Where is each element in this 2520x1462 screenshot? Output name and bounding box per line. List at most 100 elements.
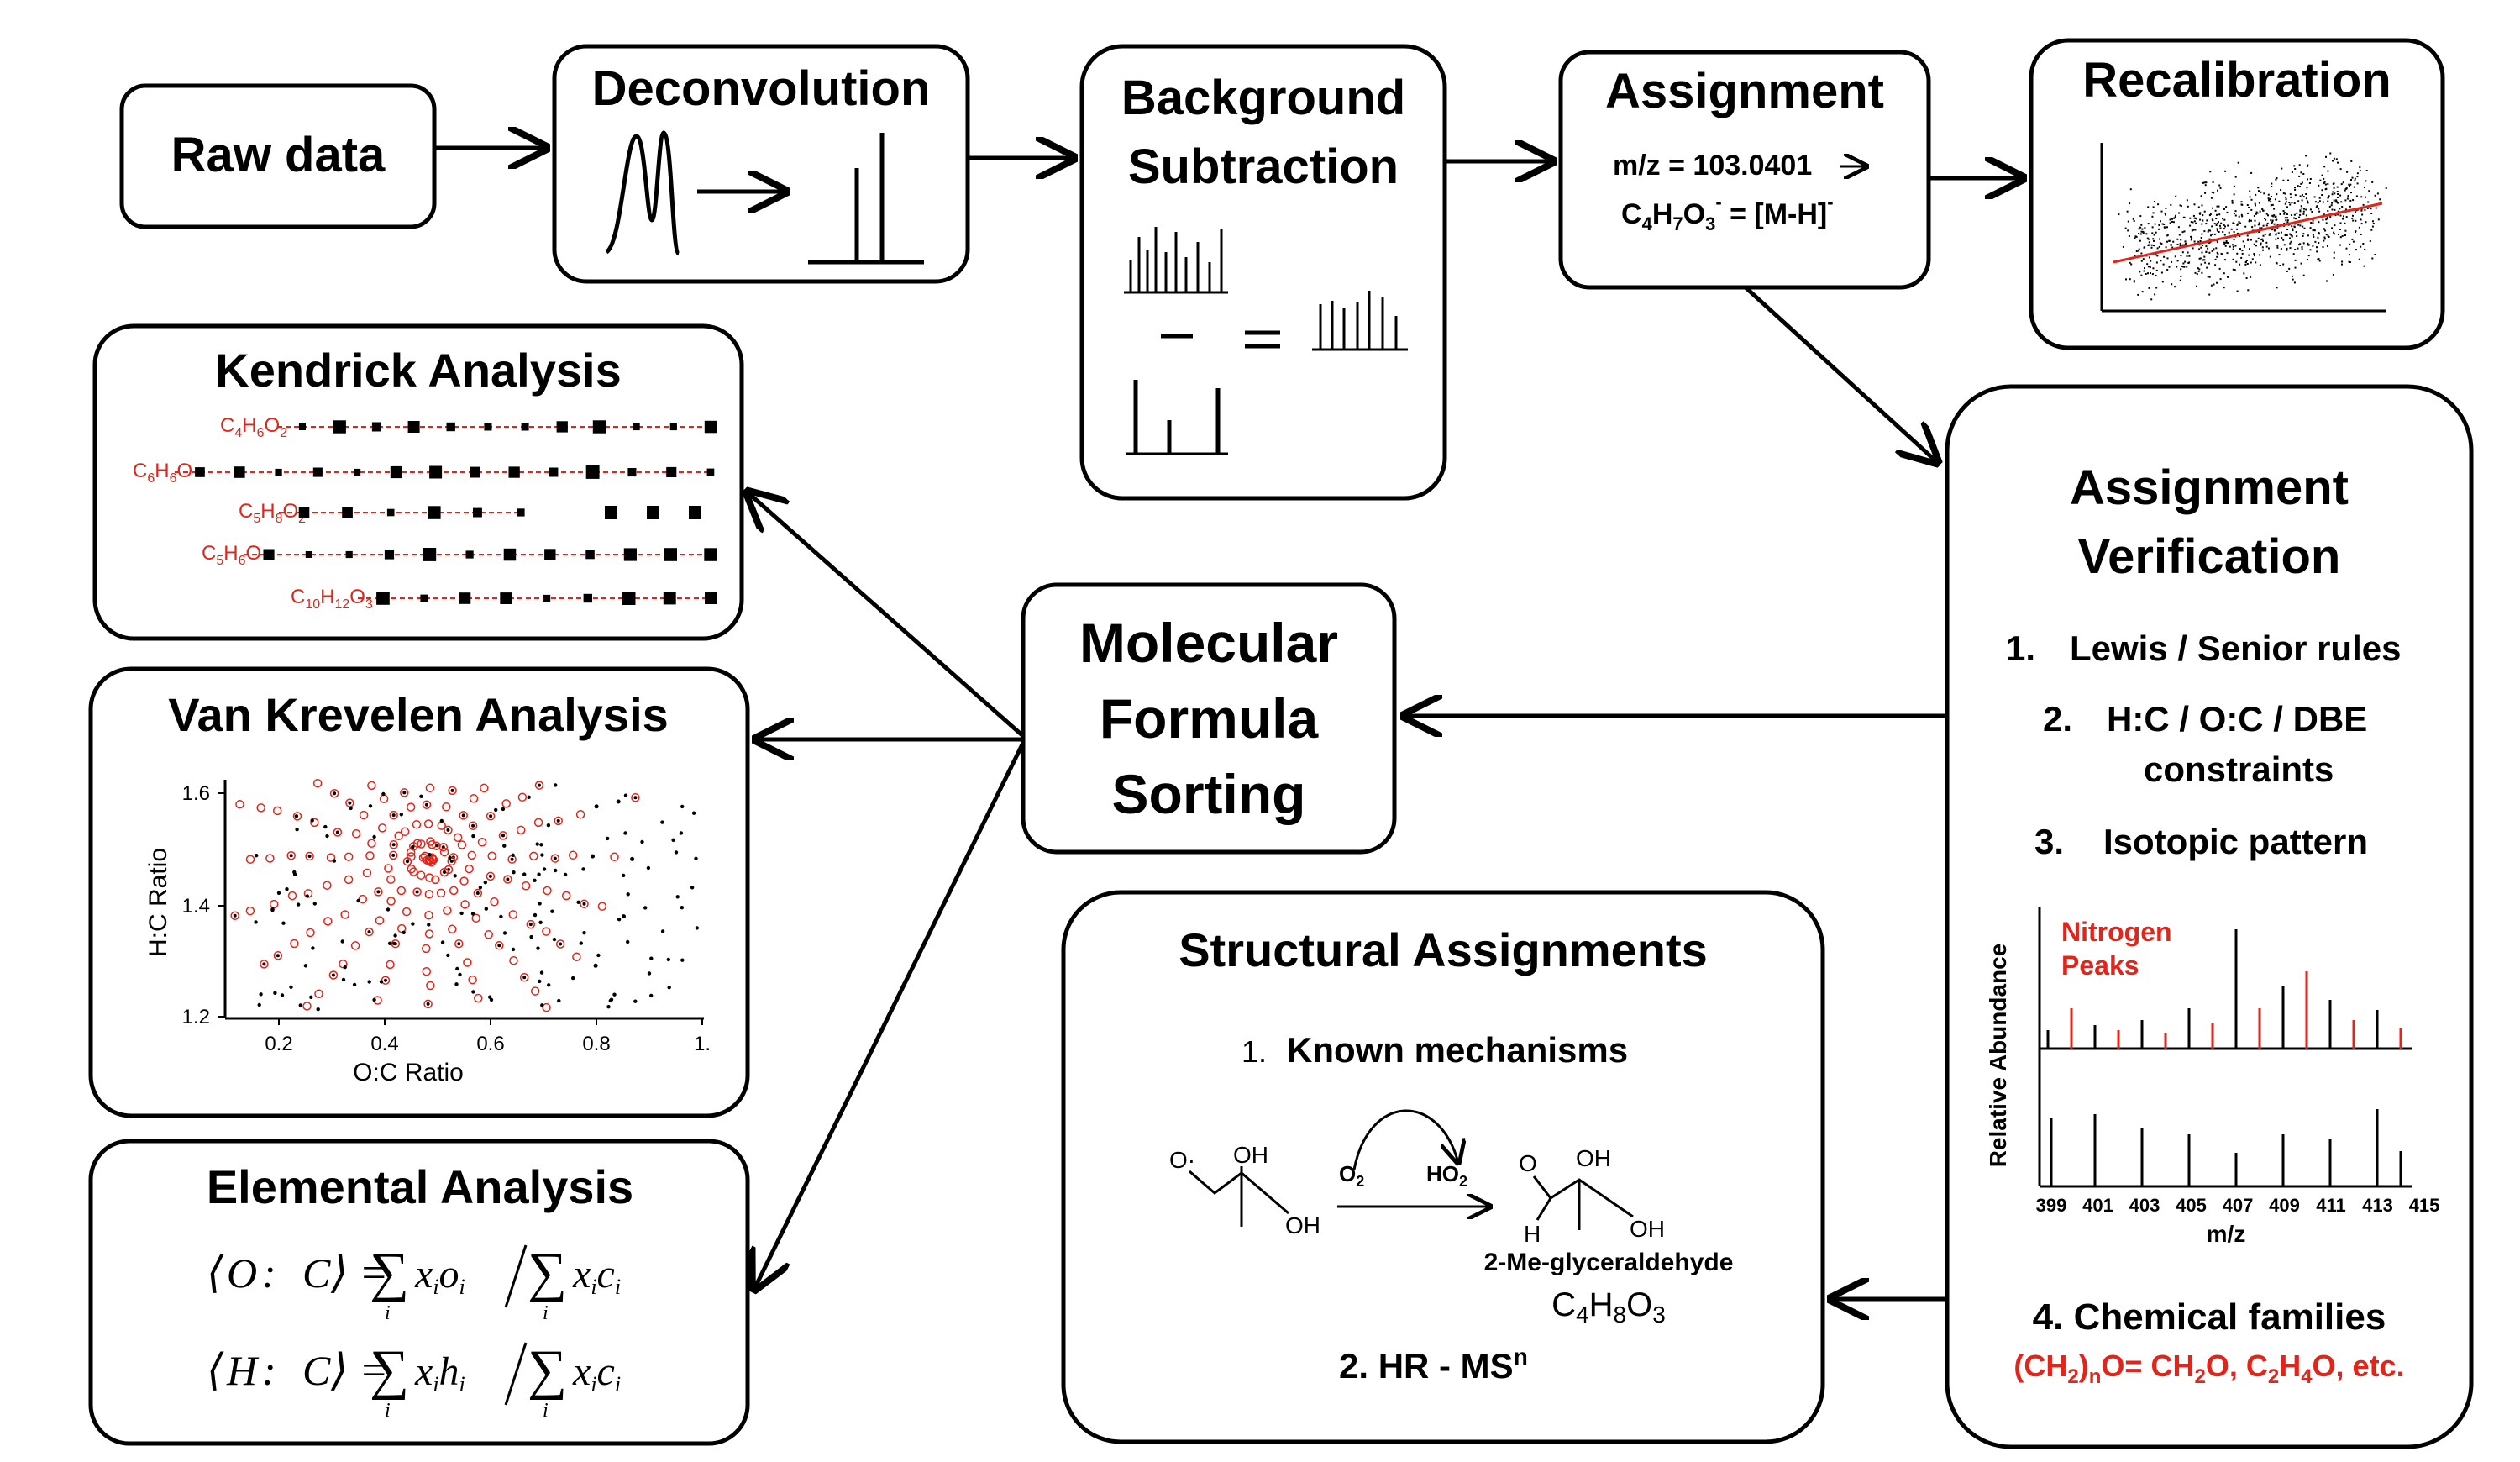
vk-point <box>377 823 387 833</box>
scatter-dot <box>2356 176 2359 178</box>
scatter-dot <box>2150 244 2153 246</box>
scatter-dot <box>2223 259 2226 261</box>
scatter-dot <box>2349 205 2351 208</box>
scatter-dot <box>2189 217 2192 219</box>
scatter-dot <box>2200 263 2202 266</box>
scatter-dot <box>2262 239 2264 242</box>
product-formula: C4H8O3 <box>1551 1286 1666 1328</box>
scatter-dot <box>2147 206 2150 208</box>
vk-x-tick-label: 0.2 <box>265 1033 292 1055</box>
scatter-dot <box>2292 229 2294 232</box>
vk-point <box>579 941 583 945</box>
scatter-dot <box>2149 266 2151 268</box>
kendrick-point <box>508 466 520 478</box>
vk-point <box>542 1002 551 1012</box>
scatter-dot <box>2246 263 2249 265</box>
scatter-dot <box>2180 239 2182 241</box>
scatter-dot <box>2349 261 2351 263</box>
scatter-dot <box>2205 245 2208 248</box>
scatter-dot <box>2232 248 2234 250</box>
scatter-dot <box>2140 252 2143 255</box>
vk-point <box>412 839 423 848</box>
scatter-dot <box>2218 205 2220 208</box>
scatter-dot <box>2335 199 2338 202</box>
scatter-dot <box>2352 199 2355 202</box>
scatter-dot <box>2299 224 2302 227</box>
scatter-dot <box>2175 214 2176 217</box>
vk-point <box>292 812 302 821</box>
scatter-dot <box>2213 233 2216 235</box>
scatter-dot <box>2363 187 2365 188</box>
molecular-label-2: Formula <box>1100 687 1320 749</box>
scatter-dot <box>2153 239 2155 242</box>
scatter-dot <box>2285 219 2287 222</box>
scatter-dot <box>2255 213 2257 215</box>
assignment-box: Assignment m/z = 103.0401 C4H7O3- = [M-H… <box>1558 50 1931 290</box>
vk-point <box>351 828 361 839</box>
scatter-dot <box>2273 214 2276 217</box>
vk-point <box>448 924 457 934</box>
scatter-dot <box>2204 261 2207 264</box>
scatter-dot <box>2255 211 2258 213</box>
scatter-dot <box>2250 239 2252 241</box>
scatter-dot <box>2191 229 2193 232</box>
scatter-dot <box>2298 244 2300 246</box>
vk-point <box>448 786 457 796</box>
scatter-dot <box>2302 196 2305 198</box>
scatter-dot <box>2305 193 2307 195</box>
scatter-dot <box>2216 241 2218 244</box>
vk-point <box>444 825 453 835</box>
scatter-dot <box>2333 182 2335 185</box>
scatter-dot <box>2193 240 2196 243</box>
scatter-dot <box>2303 208 2305 210</box>
scatter-dot <box>2293 226 2296 229</box>
scatter-dot <box>2282 179 2285 181</box>
scatter-dot <box>2280 248 2282 250</box>
vk-point <box>542 927 551 936</box>
scatter-dot <box>2180 255 2182 257</box>
scatter-dot <box>2271 204 2273 206</box>
scatter-dot <box>2326 218 2328 220</box>
scatter-dot <box>2255 240 2258 243</box>
scatter-dot <box>2359 166 2361 169</box>
vk-point <box>517 792 528 802</box>
vk-point <box>280 993 285 997</box>
scatter-dot <box>2200 246 2202 249</box>
scatter-dot <box>2234 245 2237 247</box>
scatter-dot <box>2256 212 2259 214</box>
oc-equation: ⟨ O : C ⟩ = ∑ i xioi ∑ i xici <box>207 1242 621 1324</box>
svg-text:xici: xici <box>572 1349 621 1396</box>
vk-point <box>323 824 328 829</box>
scatter-dot <box>2212 219 2214 222</box>
scatter-dot <box>2213 249 2215 251</box>
scatter-dot <box>2312 234 2314 236</box>
scatter-dot <box>2344 222 2346 224</box>
scatter-dot <box>2276 177 2278 180</box>
vk-point <box>328 970 339 980</box>
scatter-dot <box>2296 235 2298 237</box>
scatter-dot <box>2325 222 2328 224</box>
scatter-dot <box>2286 229 2289 230</box>
scatter-dot <box>2182 216 2185 218</box>
scatter-dot <box>2318 208 2320 210</box>
scatter-dot <box>2340 183 2343 186</box>
scatter-dot <box>2201 223 2203 225</box>
vk-point <box>498 831 508 840</box>
scatter-dot <box>2194 217 2197 219</box>
vk-point <box>695 926 699 930</box>
scatter-dot <box>2147 245 2150 246</box>
scatter-dot <box>2355 231 2356 233</box>
scatter-dot <box>2360 196 2363 198</box>
scatter-dot <box>2202 181 2204 184</box>
vk-point <box>245 855 255 864</box>
scatter-dot <box>2331 227 2334 229</box>
svg-text:i: i <box>543 1302 549 1324</box>
kendrick-point <box>195 467 205 477</box>
scatter-dot <box>2210 284 2213 287</box>
vk-point <box>310 818 314 823</box>
scatter-dot <box>2359 170 2361 172</box>
kendrick-point <box>549 467 559 477</box>
rule2b: constraints <box>2144 749 2334 789</box>
scatter-dot <box>2307 259 2308 260</box>
scatter-dot <box>2226 211 2229 213</box>
